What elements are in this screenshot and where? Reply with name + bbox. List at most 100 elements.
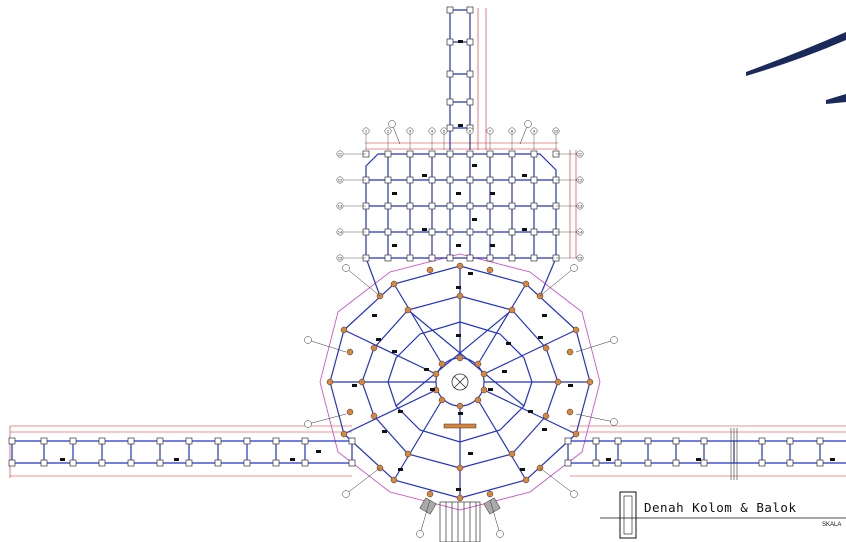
column-marker bbox=[466, 150, 474, 158]
beam-tag bbox=[456, 244, 461, 247]
beam-tag bbox=[430, 388, 435, 391]
column-marker bbox=[786, 459, 794, 467]
orange-column-marker bbox=[554, 378, 562, 386]
beam-tag bbox=[392, 350, 397, 353]
column-marker bbox=[486, 202, 494, 210]
column-marker bbox=[428, 202, 436, 210]
grid-bubble bbox=[486, 127, 494, 135]
beam-tag bbox=[456, 192, 461, 195]
column-marker bbox=[466, 70, 474, 78]
grid-bubble bbox=[552, 127, 560, 135]
column-marker bbox=[564, 459, 572, 467]
column-markers bbox=[8, 6, 824, 467]
orange-column-marker bbox=[390, 476, 398, 484]
orange-column-marker bbox=[456, 464, 464, 472]
right-wing-stair-lines bbox=[730, 428, 738, 480]
beam-tag bbox=[458, 124, 463, 127]
column-marker bbox=[486, 176, 494, 184]
center-symbol bbox=[451, 373, 469, 391]
grid-bubble bbox=[530, 127, 538, 135]
orange-column-marker bbox=[370, 344, 378, 352]
grid-bubble bbox=[576, 202, 584, 210]
orange-column-marker bbox=[586, 378, 594, 386]
grid-bubble-label: 11 bbox=[338, 152, 343, 157]
column-marker bbox=[446, 254, 454, 262]
beam-tag bbox=[458, 40, 463, 43]
beam-tag bbox=[468, 452, 473, 455]
column-marker bbox=[8, 437, 16, 445]
column-marker bbox=[428, 254, 436, 262]
grid-bubble-label: 4 bbox=[431, 129, 434, 134]
beam-tag bbox=[458, 412, 463, 415]
column-marker bbox=[406, 254, 414, 262]
orange-column-marker bbox=[456, 494, 464, 502]
grid-bubble-label: 5 bbox=[443, 129, 446, 134]
column-marker bbox=[700, 437, 708, 445]
entrance-stairs bbox=[439, 501, 481, 542]
orange-column-marker bbox=[480, 370, 488, 378]
orange-column-marker bbox=[456, 354, 464, 362]
grid-bubble-label: 13 bbox=[338, 204, 343, 209]
column-marker bbox=[127, 437, 135, 445]
column-marker bbox=[214, 459, 222, 467]
column-marker bbox=[466, 202, 474, 210]
orange-column-marker bbox=[522, 280, 530, 288]
column-marker bbox=[758, 437, 766, 445]
beam-tag bbox=[490, 192, 495, 195]
column-marker bbox=[40, 459, 48, 467]
column-marker bbox=[508, 150, 516, 158]
column-marker bbox=[384, 228, 392, 236]
column-marker bbox=[272, 437, 280, 445]
column-marker bbox=[466, 98, 474, 106]
beam-tag bbox=[398, 468, 403, 471]
column-marker bbox=[446, 124, 454, 132]
column-marker bbox=[644, 437, 652, 445]
grid-bubble bbox=[576, 228, 584, 236]
column-marker bbox=[700, 459, 708, 467]
column-marker bbox=[466, 6, 474, 14]
beam-tag bbox=[382, 430, 387, 433]
beam-tag bbox=[538, 336, 543, 339]
column-marker bbox=[672, 459, 680, 467]
column-marker bbox=[185, 459, 193, 467]
orange-column-marker bbox=[542, 344, 550, 352]
column-marker bbox=[384, 150, 392, 158]
orange-column-marker bbox=[432, 370, 440, 378]
column-marker bbox=[508, 176, 516, 184]
column-marker bbox=[69, 459, 77, 467]
grid-bubble bbox=[466, 127, 474, 135]
orange-column-marker bbox=[404, 450, 412, 458]
column-marker bbox=[348, 459, 356, 467]
column-marker bbox=[486, 228, 494, 236]
beam-tag bbox=[522, 174, 527, 177]
beam-tag bbox=[472, 218, 477, 221]
column-marker bbox=[530, 254, 538, 262]
beam-tag bbox=[422, 228, 427, 231]
grid-bubble bbox=[336, 176, 344, 184]
orange-column-marker bbox=[480, 386, 488, 394]
grid-bubble-label: 9 bbox=[533, 129, 536, 134]
grid-bubble bbox=[384, 127, 392, 135]
orange-column-marker bbox=[340, 430, 348, 438]
column-marker bbox=[156, 459, 164, 467]
column-marker bbox=[564, 437, 572, 445]
top-right-sketch-stroke-small bbox=[826, 94, 846, 104]
orange-column-marker bbox=[438, 360, 446, 368]
column-marker bbox=[446, 228, 454, 236]
beam-tag bbox=[506, 342, 511, 345]
beam-tag bbox=[830, 458, 835, 461]
title-symbol bbox=[619, 491, 637, 539]
beam-tag bbox=[456, 334, 461, 337]
column-marker bbox=[816, 459, 824, 467]
orange-column-marker bbox=[456, 402, 464, 410]
beam-tag bbox=[456, 286, 461, 289]
orange-column-marker bbox=[390, 280, 398, 288]
orange-column-marker bbox=[346, 348, 354, 356]
column-marker bbox=[214, 437, 222, 445]
beam-tag bbox=[472, 164, 477, 167]
column-marker bbox=[530, 202, 538, 210]
grid-bubble bbox=[336, 202, 344, 210]
grid-bubble bbox=[336, 254, 344, 262]
